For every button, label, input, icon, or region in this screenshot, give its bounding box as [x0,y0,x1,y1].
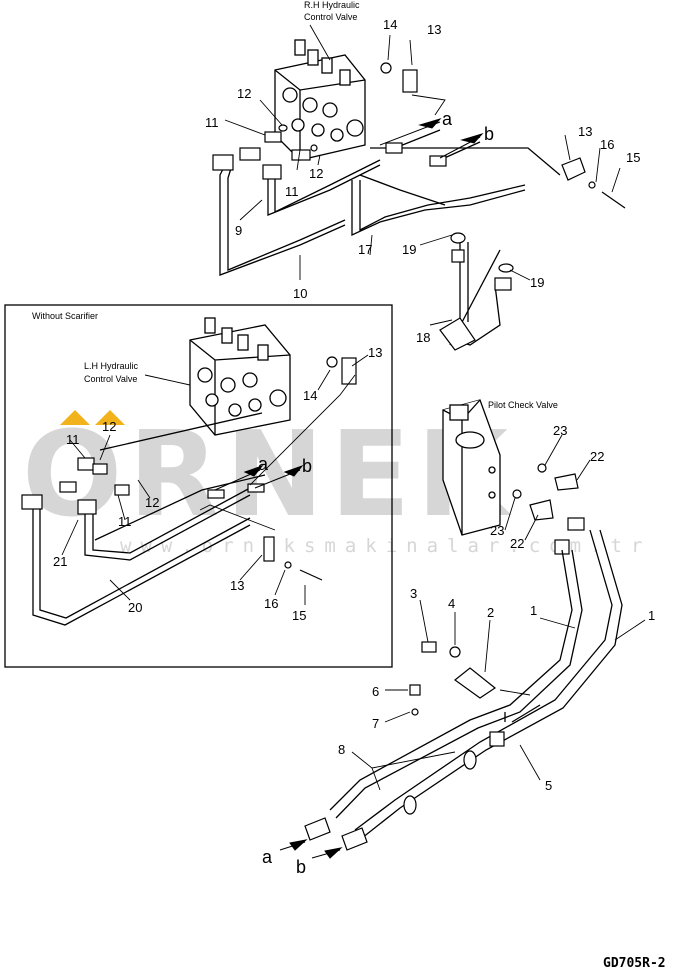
lh-pipes [32,412,266,626]
inset-callout-12-b: 12 [145,495,159,510]
inset-callout-16: 16 [264,596,278,611]
lh-arrows [214,464,304,491]
lower-leaders [351,599,646,791]
callout-8: 8 [338,742,345,757]
hose-a-label: a [262,847,273,867]
callout-23-b: 23 [490,523,504,538]
inset-callout-14: 14 [303,388,317,403]
watermark-logo-mark-2 [95,410,125,425]
callout-3: 3 [410,586,417,601]
inset-callout-13: 13 [230,578,244,593]
rh-arrows [379,118,484,159]
inset-callout-11: 11 [66,432,80,447]
inset-title: Without Scarifier [32,311,98,321]
rh-pipes [219,129,561,346]
callout-11: 11 [205,115,219,130]
lh-leaders [61,354,369,605]
rh-valve-title: R.H Hydraulic [304,0,360,10]
callout-13-right: 13 [578,124,592,139]
port-a-label: a [442,109,453,129]
callout-7: 7 [372,716,379,731]
callout-1: 1 [530,603,537,618]
callout-6: 6 [372,684,379,699]
figure-code: GD705R-2 [603,956,666,970]
inset-callout-12: 12 [102,419,116,434]
inset-callout-21: 21 [53,554,67,569]
lh-valve-title-2: Control Valve [84,374,137,384]
callout-23: 23 [553,423,567,438]
hose-b-label: b [296,857,306,877]
ab-arrows [279,839,343,859]
callout-12: 12 [237,86,251,101]
pilot-check-valve-label: Pilot Check Valve [488,400,558,410]
callout-19: 19 [402,242,416,257]
inset-without-scarifier: Without Scarifier L.H Hydraulic Control … [4,304,393,668]
main-hoses [329,529,623,839]
callout-22-b: 22 [510,536,524,551]
inset-callout-15: 15 [292,608,306,623]
inset-port-a-label: a [258,454,269,474]
callout-9: 9 [235,223,242,238]
pilot-check-valve [442,399,501,536]
callout-4: 4 [448,596,455,611]
callout-17: 17 [358,242,372,257]
inset-callout-11-b: 11 [118,514,132,529]
lh-fittings [21,356,357,581]
inset-callout-13-top: 13 [368,345,382,360]
callout-12-b: 12 [309,166,323,181]
callout-14: 14 [383,17,397,32]
pilot-fittings [512,463,585,555]
inset-callout-20: 20 [128,600,142,615]
callout-16: 16 [600,137,614,152]
callout-5: 5 [545,778,552,793]
lh-valve-title: L.H Hydraulic [84,361,139,371]
pilot-leaders [504,434,591,541]
callout-1-b: 1 [648,608,655,623]
rh-control-valve [274,39,366,161]
callout-15: 15 [626,150,640,165]
watermark-url: www.orneksmakinalar.com.tr [120,535,651,557]
callout-22: 22 [590,449,604,464]
callout-18: 18 [416,330,430,345]
rh-valve-title-2: Control Valve [304,12,357,22]
rh-fittings [212,62,626,351]
port-b-label: b [484,124,494,144]
callout-11-b: 11 [285,184,299,199]
callout-19-b: 19 [530,275,544,290]
callout-10: 10 [293,286,307,301]
lh-control-valve [189,317,291,436]
callout-13: 13 [427,22,441,37]
callout-2: 2 [487,605,494,620]
watermark-logo-mark [60,410,90,425]
inset-port-b-label: b [302,456,312,476]
rh-leaders [224,24,621,326]
hose-fittings [304,641,505,851]
